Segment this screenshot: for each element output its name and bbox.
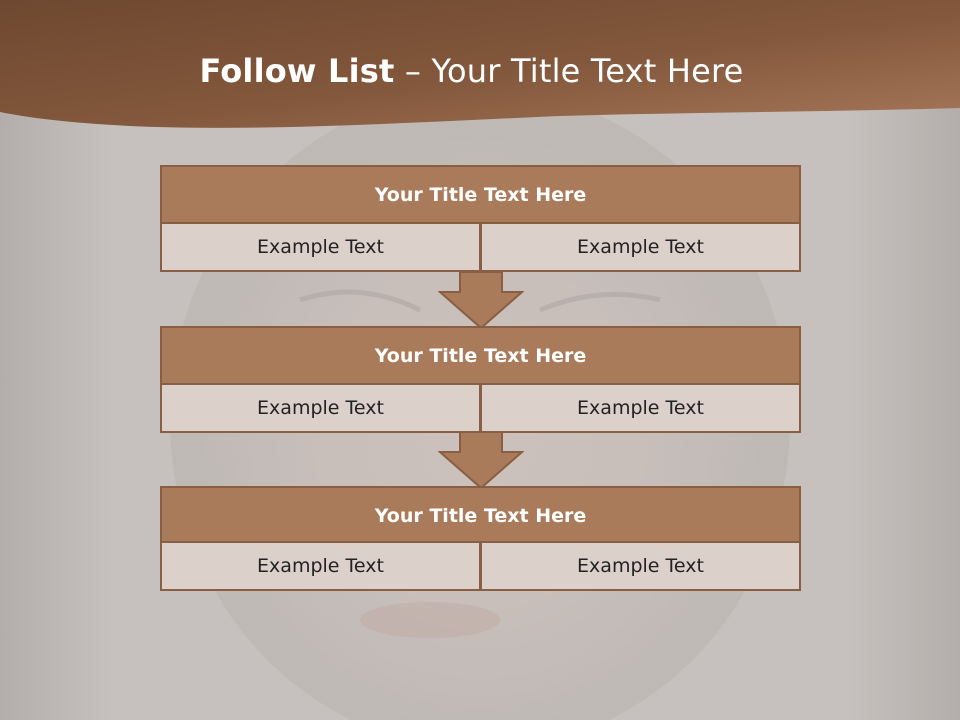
down-arrow-icon: [438, 431, 524, 490]
block-title: Your Title Text Here: [160, 326, 801, 385]
down-arrow-icon: [438, 271, 524, 330]
block-title: Your Title Text Here: [160, 486, 801, 545]
header-band: [0, 0, 960, 128]
block-cell-right: Example Text: [480, 222, 801, 272]
block-cell-left: Example Text: [160, 222, 481, 272]
slide-title-rest: Your Title Text Here: [431, 52, 744, 90]
block-cell-left: Example Text: [160, 541, 481, 591]
slide-title: Follow List – Your Title Text Here: [0, 52, 943, 90]
block-cell-left: Example Text: [160, 383, 481, 433]
slide-title-separator: –: [404, 52, 422, 90]
block-cell-right: Example Text: [480, 383, 801, 433]
slide-title-bold: Follow List: [199, 52, 395, 90]
block-cell-right: Example Text: [480, 541, 801, 591]
block-title: Your Title Text Here: [160, 165, 801, 224]
